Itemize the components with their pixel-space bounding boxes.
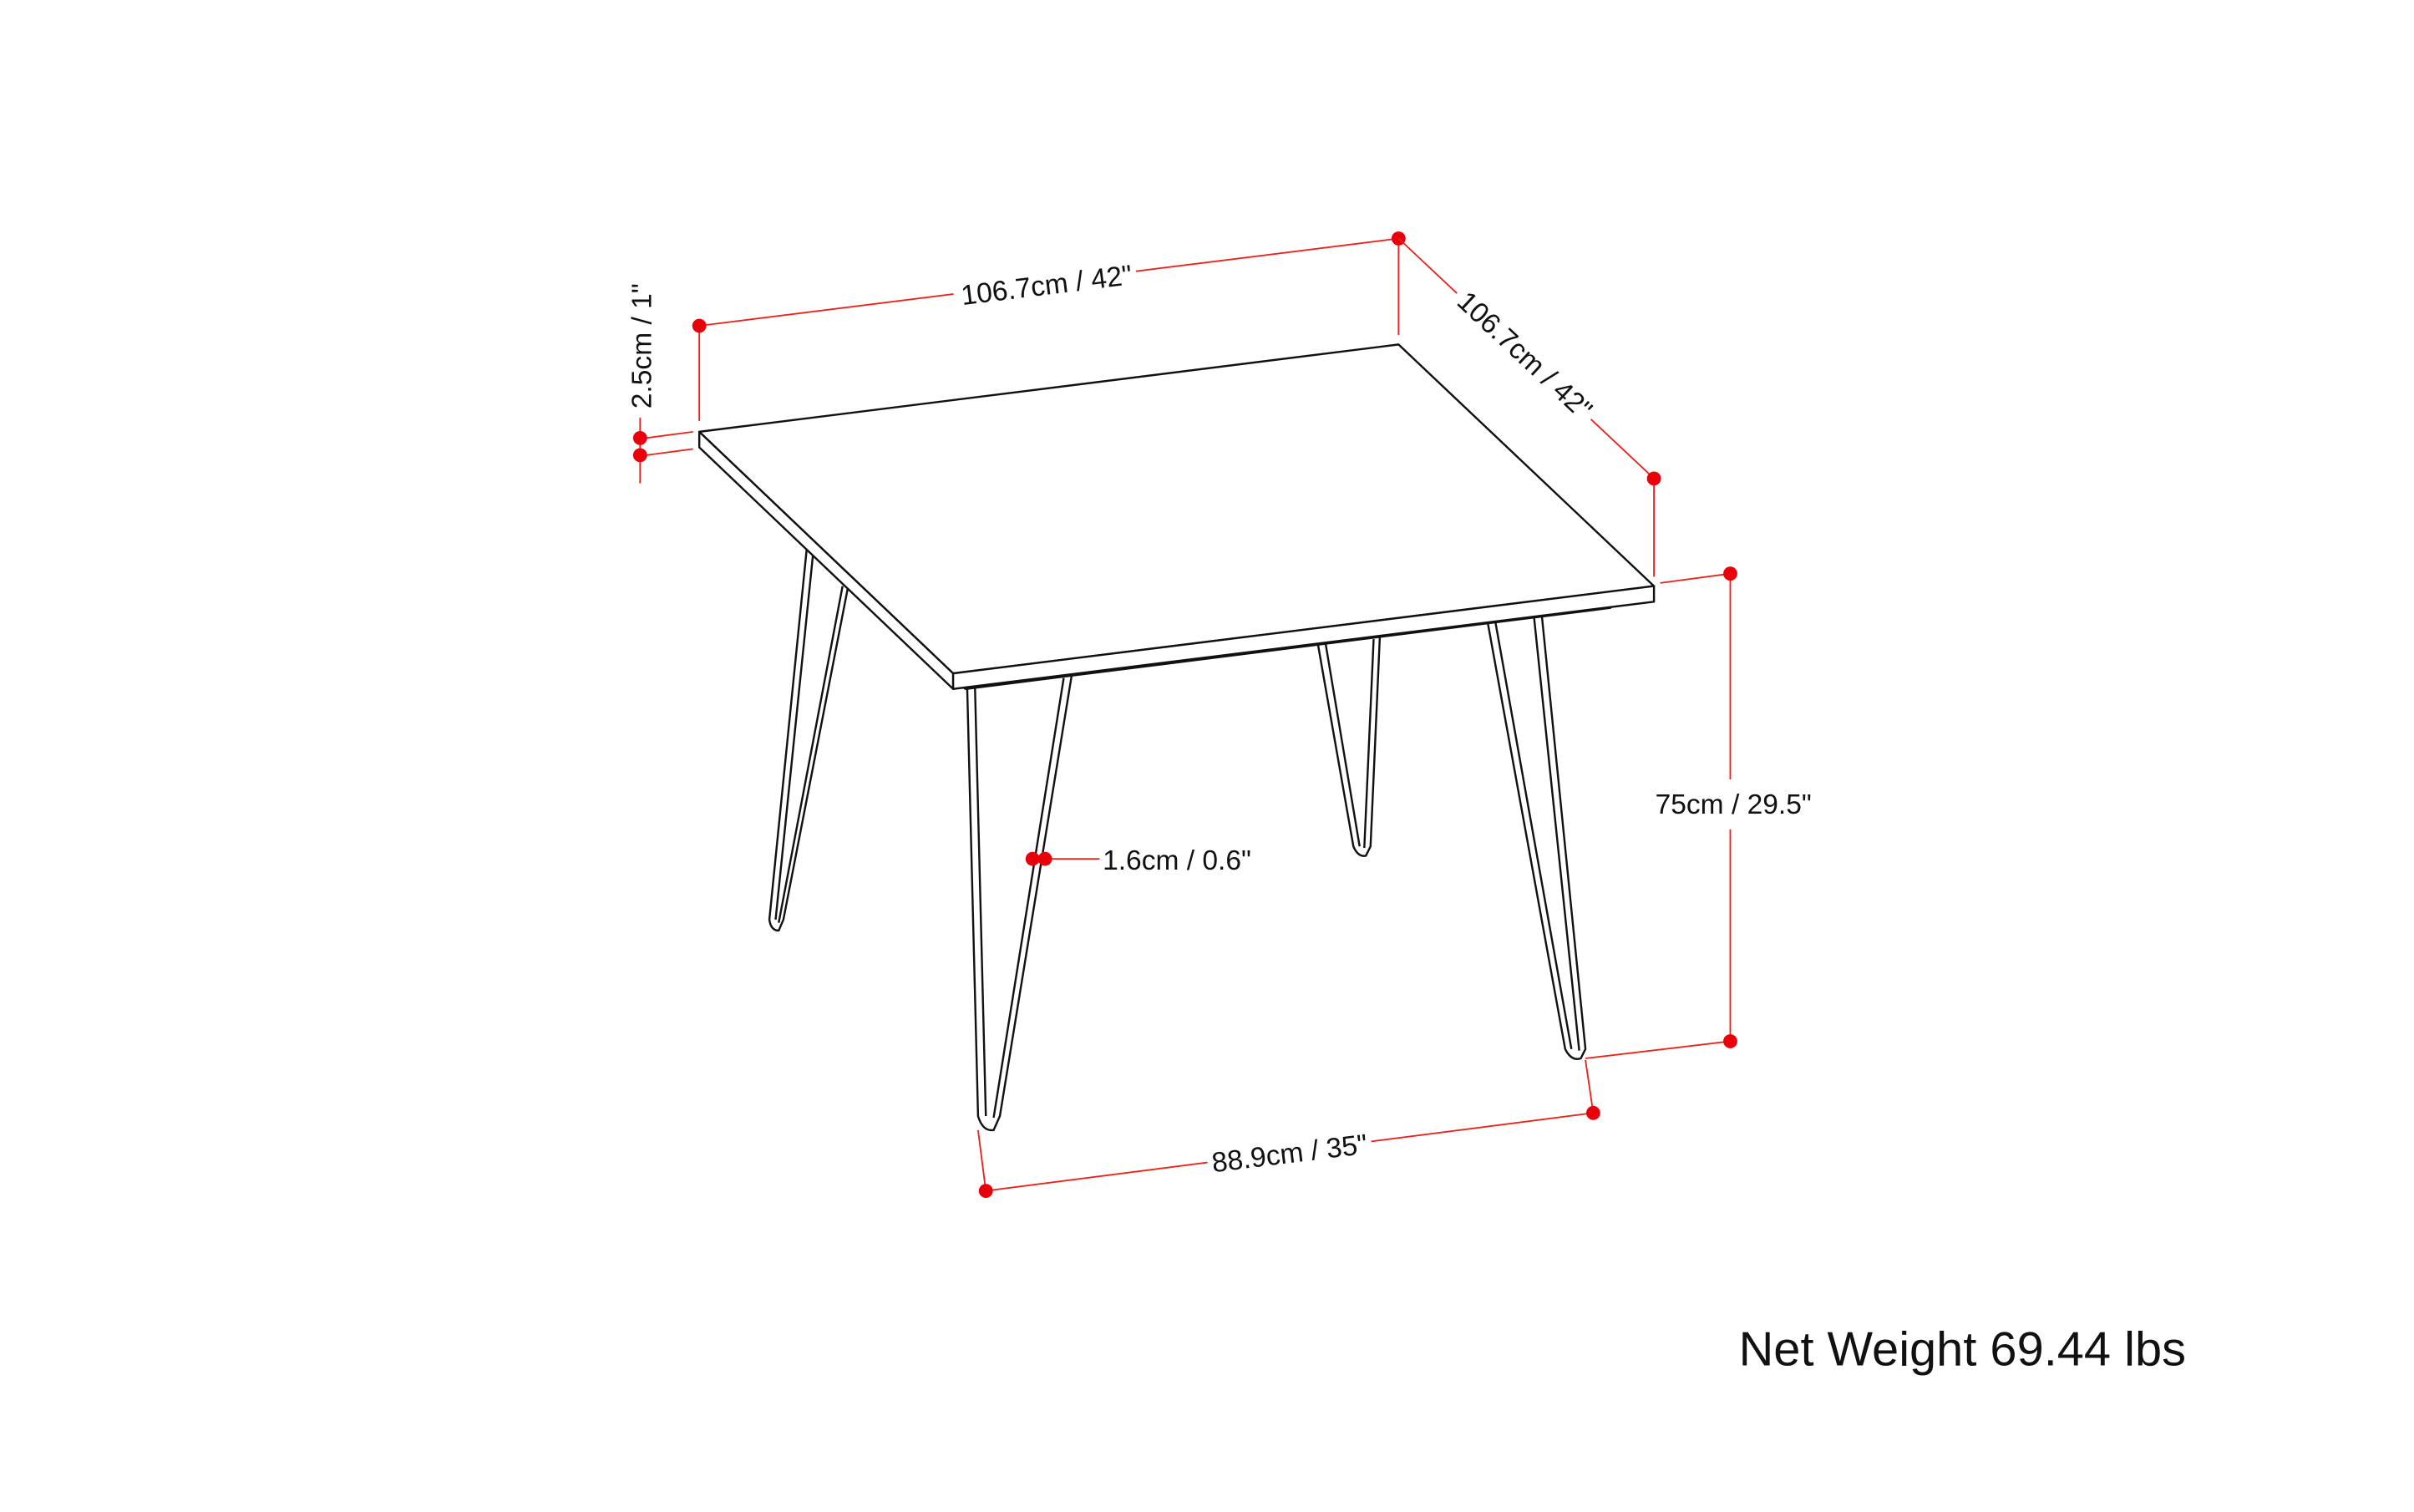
- table-leg-front-left: [966, 676, 1073, 1132]
- dimension-top-thickness: 2.5cm / 1": [626, 283, 693, 484]
- dimension-leg-span: 88.9cm / 35": [976, 1059, 1600, 1199]
- depth-label: 106.7cm / 42": [1451, 286, 1598, 426]
- table-leg-front-right: [1486, 615, 1587, 1060]
- table-leg-back-left: [768, 548, 850, 932]
- top-thickness-label: 2.5cm / 1": [626, 283, 657, 408]
- height-label: 75cm / 29.5": [1656, 789, 1812, 820]
- table-drawing: [697, 343, 1656, 1132]
- net-weight: Net Weight 69.44 lbs: [1739, 1323, 2186, 1377]
- leg-thickness-label: 1.6cm / 0.6": [1103, 845, 1251, 876]
- dimension-leg-thickness: 1.6cm / 0.6": [1025, 845, 1251, 876]
- dimension-height: 75cm / 29.5": [1585, 566, 1812, 1059]
- table-leg-back-right: [1316, 636, 1382, 857]
- table-top-front-edge: [951, 585, 1656, 690]
- table-top-surface: [697, 343, 1656, 675]
